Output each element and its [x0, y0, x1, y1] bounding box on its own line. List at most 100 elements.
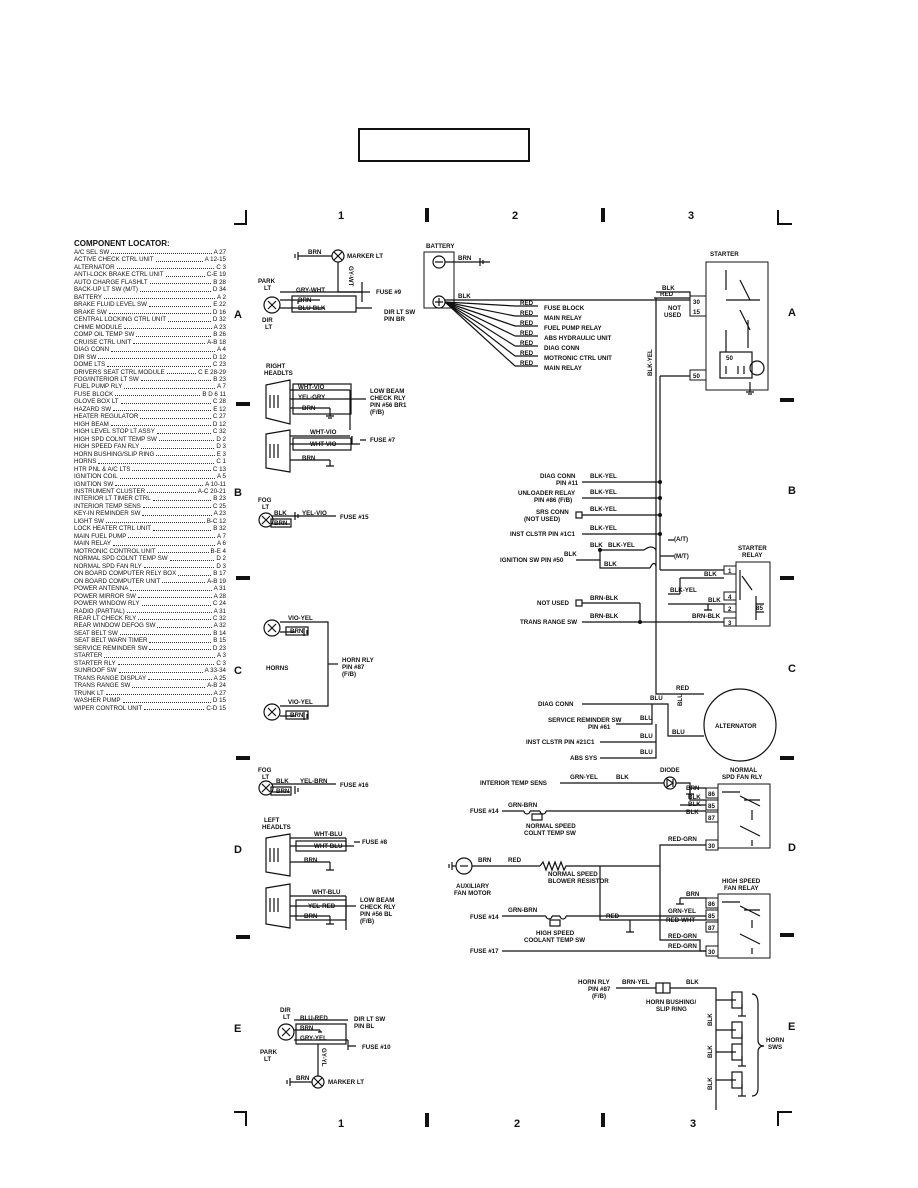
locator-entry-leader — [149, 637, 212, 643]
locator-entry-leader — [120, 398, 211, 404]
svg-text:(A/T): (A/T) — [674, 536, 688, 543]
svg-text:BLK: BLK — [276, 778, 289, 785]
locator-entry-ref: C-E 19 — [206, 271, 226, 279]
svg-text:BLK: BLK — [564, 551, 577, 558]
locator-entry-name: NORMAL SPD COLNT TEMP SW — [74, 555, 168, 563]
svg-text:BRN: BRN — [296, 1075, 310, 1082]
locator-entry-ref: D 34 — [212, 286, 226, 294]
horn-lower — [263, 703, 281, 721]
svg-text:HORN RLY: HORN RLY — [578, 979, 611, 986]
svg-text:BLK-YEL: BLK-YEL — [608, 542, 635, 549]
locator-entry-leader — [111, 249, 212, 255]
svg-text:ABS SYS: ABS SYS — [570, 755, 597, 762]
svg-text:YEL-GRY: YEL-GRY — [298, 394, 326, 401]
svg-text:BLOWER RESISTOR: BLOWER RESISTOR — [548, 878, 609, 885]
locator-entry-leader — [149, 645, 211, 651]
locator-entry-leader — [117, 660, 215, 666]
locator-entry-leader — [148, 675, 212, 681]
row-label-e-left: E — [234, 1023, 241, 1035]
locator-entry-ref: A 31 — [213, 585, 226, 593]
corner-marks — [234, 208, 794, 1127]
locator-entry-leader — [141, 600, 211, 606]
locator-entry-name: STARTER RLY — [74, 659, 116, 667]
locator-entry-name: COMP OIL TEMP SW — [74, 331, 135, 339]
svg-text:STARTER: STARTER — [710, 251, 739, 258]
svg-text:BLK: BLK — [458, 293, 471, 300]
svg-text:PIN BR: PIN BR — [384, 316, 406, 323]
svg-text:BLK: BLK — [688, 801, 701, 808]
locator-entry-name: DIAG CONN — [74, 346, 110, 354]
svg-text:BLK: BLK — [604, 561, 617, 568]
locator-entry: BACK-UP LT SW (M/T)D 34 — [74, 286, 226, 293]
svg-text:BLK: BLK — [707, 1045, 714, 1058]
svg-text:PIN BL: PIN BL — [354, 1023, 375, 1030]
locator-entry-leader — [137, 593, 212, 599]
svg-text:FUSE #14: FUSE #14 — [470, 808, 499, 815]
svg-text:BLK-YEL: BLK-YEL — [590, 473, 617, 480]
locator-entry-leader — [162, 578, 206, 584]
locator-entry-leader — [147, 488, 196, 494]
locator-entry-name: HIGH LEVEL STOP LT ASSY — [74, 428, 155, 436]
svg-text:85: 85 — [708, 913, 715, 920]
locator-entry-ref: C 23 — [212, 361, 226, 369]
svg-text:BLK: BLK — [707, 1077, 714, 1090]
svg-text:VIO-YEL: VIO-YEL — [288, 699, 313, 706]
svg-text:LOW BEAM: LOW BEAM — [360, 897, 394, 904]
svg-text:BLK: BLK — [662, 285, 675, 292]
svg-text:BLU-BLK: BLU-BLK — [298, 305, 326, 312]
fuse-16-label: FUSE #16 — [340, 782, 369, 789]
locator-entry-ref: A 2 — [217, 293, 226, 301]
locator-entry-name: SEAT BELT WARN TIMER — [74, 637, 148, 645]
locator-entry-name: POWER WINDOW RLY — [74, 600, 140, 608]
svg-text:86: 86 — [708, 791, 715, 798]
locator-entry-name: DRIVERS SEAT CTRL MODULE — [74, 368, 165, 376]
svg-text:85: 85 — [708, 803, 715, 810]
locator-entry-leader — [98, 458, 215, 464]
locator-entry-name: MAIN FUEL PUMP — [74, 532, 127, 540]
col-label-2-bottom: 2 — [514, 1118, 520, 1130]
locator-entry-name: LIGHT SW — [74, 517, 104, 525]
svg-text:BRN: BRN — [478, 857, 492, 864]
locator-entry-leader — [152, 495, 212, 501]
locator-entry-ref: C 27 — [212, 413, 226, 421]
locator-entry-ref: B 23 — [213, 495, 226, 503]
fog-lt-top-section: FOG LT BLK YEL-VIO BRN FUSE #15 — [258, 497, 369, 528]
locator-entry-name: HORNS — [74, 458, 97, 466]
svg-text:BATTERY: BATTERY — [426, 243, 455, 250]
locator-entry-ref: D 2 — [216, 555, 226, 563]
svg-text:YEL-VIO: YEL-VIO — [302, 510, 327, 517]
svg-text:NOT USED: NOT USED — [537, 600, 570, 607]
locator-entry-name: RADIO (PARTIAL) — [74, 607, 125, 615]
row-label-b-left: B — [234, 487, 242, 499]
locator-entry-name: POWER MIRROR SW — [74, 592, 136, 600]
svg-text:50: 50 — [726, 355, 733, 362]
svg-text:LT: LT — [264, 285, 271, 292]
locator-entry-name: REAR LT CHECK RLY — [74, 614, 137, 622]
locator-entry-ref: B 17 — [213, 570, 226, 578]
svg-text:YEL-RED: YEL-RED — [308, 903, 336, 910]
locator-entry-ref: B 14 — [213, 629, 226, 637]
horn-switch-2 — [731, 1021, 743, 1039]
row-label-b-right: B — [788, 485, 796, 497]
svg-text:GRN-BRN: GRN-BRN — [508, 907, 538, 914]
locator-entry-name: IGNITION SW — [74, 480, 114, 488]
row-label-c-right: C — [788, 663, 796, 675]
locator-entry-leader — [124, 324, 212, 330]
alternator-section: ALTERNATOR RED DIAG CONN BLU BLU BLU SER… — [526, 612, 777, 762]
locator-entry-leader — [144, 705, 205, 711]
locator-entry-name: HTR PNL & A/C LTS — [74, 465, 131, 473]
svg-text:BLK: BLK — [274, 510, 287, 517]
high-speed-fan-relay — [717, 893, 771, 959]
svg-text:BRN: BRN — [302, 405, 316, 412]
locator-entry-name: ANTI-LOCK BRAKE CTRL UNIT — [74, 271, 164, 279]
